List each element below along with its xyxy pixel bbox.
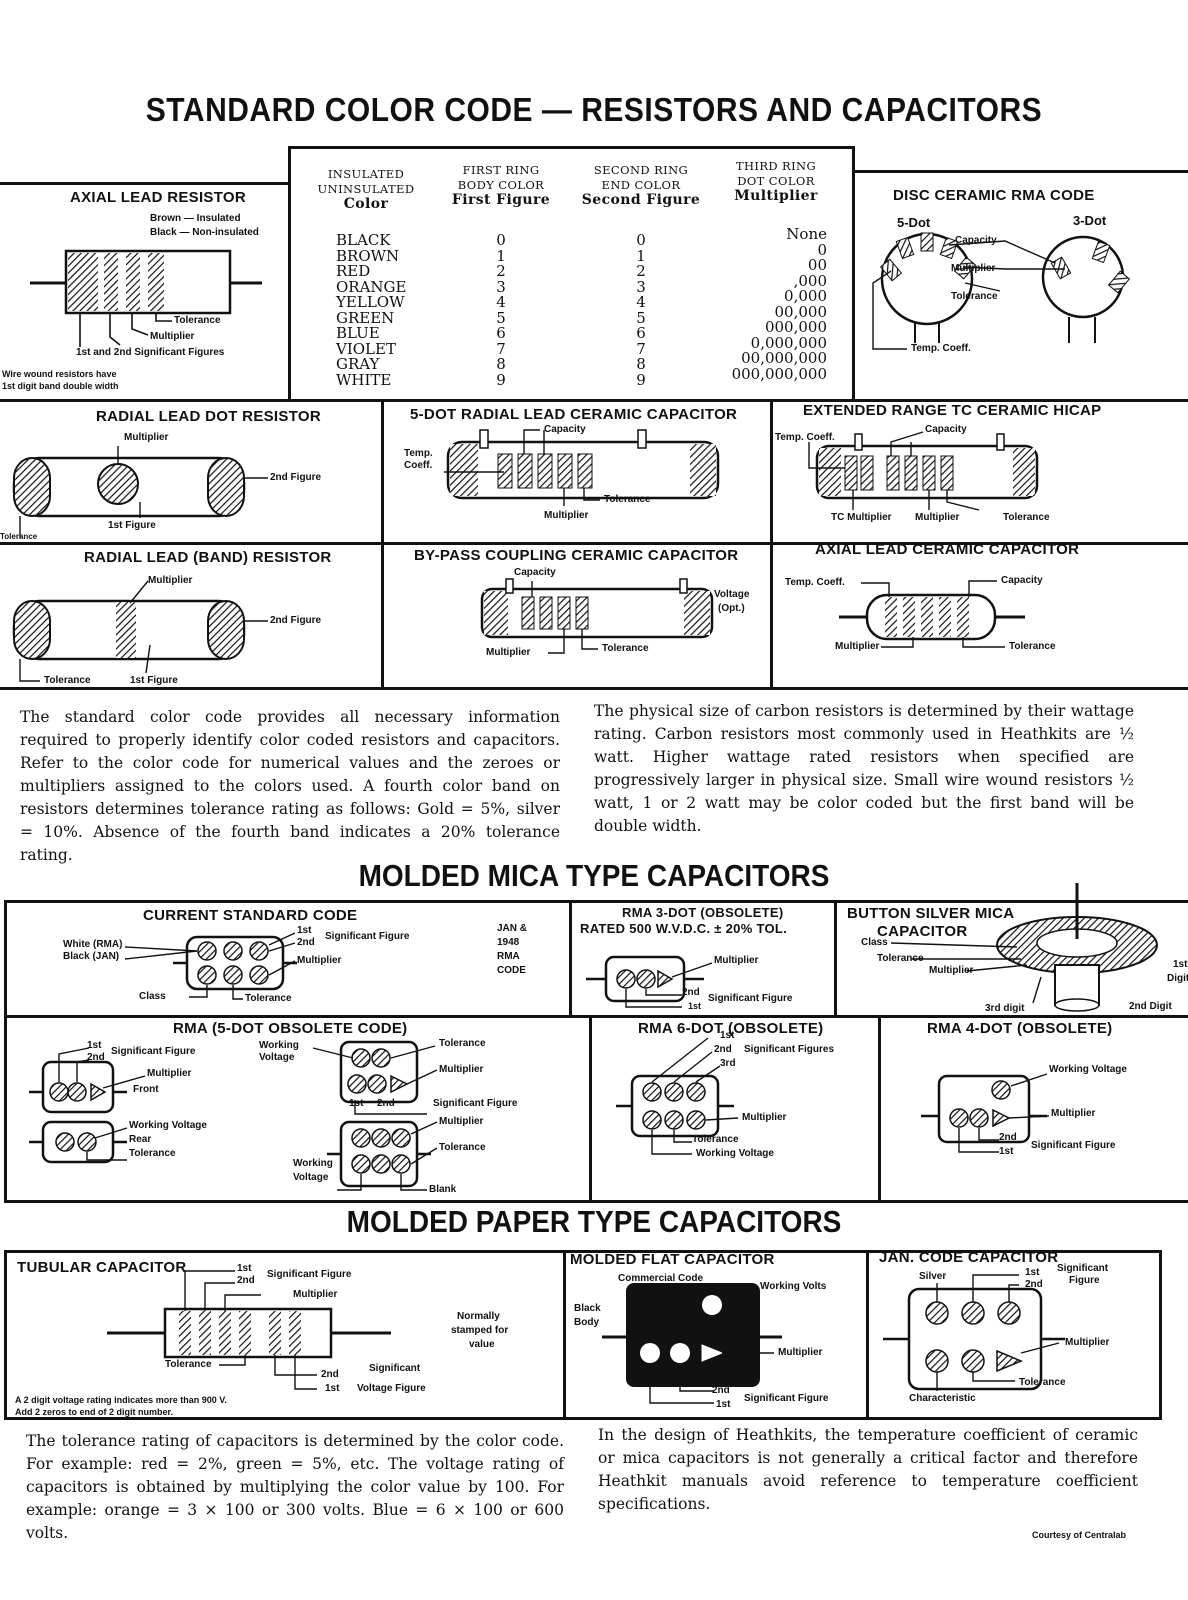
panel-radial-band-resistor: RADIAL LEAD (BAND) RESISTOR Multiplier 2… <box>0 542 384 690</box>
panel-mica-rma-5-dot: RMA (5-DOT OBSOLETE CODE) <box>4 1015 592 1203</box>
panel-mica-rma-4-dot: RMA 4-DOT (OBSOLETE) Working Voltage Mul… <box>878 1015 1188 1203</box>
color-name: YELLOW <box>336 293 405 311</box>
second-figure-value: 8 <box>636 355 646 373</box>
first-figure-value: 9 <box>496 370 506 389</box>
panel-mica-rma-6-dot: RMA 6-DOT (OBSOLETE) 1st 2nd 3rd Signifi… <box>589 1015 881 1203</box>
first-figure-value: 7 <box>496 339 506 358</box>
color-name: VIOLET <box>336 339 396 358</box>
molded-flat-diagram <box>602 1283 782 1404</box>
panel-mica-current-standard: CURRENT STANDARD CODE White (RMA) Black … <box>4 900 572 1018</box>
panel-radial-dot-resistor: RADIAL LEAD DOT RESISTOR Multiplier 2nd … <box>0 399 384 545</box>
multiplier-value: 000,000 <box>764 318 827 336</box>
capacitor-text-left: The tolerance rating of capacitors is de… <box>26 1432 564 1542</box>
panel-mica-rma-3-dot: RMA 3-DOT (OBSOLETE) RATED 500 W.V.D.C. … <box>569 900 837 1018</box>
second-figure-value: 4 <box>636 293 646 311</box>
radial-band-resistor-diagram <box>12 580 268 682</box>
second-figure-value: 2 <box>636 262 646 280</box>
multiplier-value: 000,000,000 <box>731 364 827 383</box>
color-name: BLUE <box>336 324 380 342</box>
color-name: BROWN <box>336 246 400 265</box>
axial-resistor-diagram <box>30 249 262 347</box>
mica-section-title: MOLDED MICA TYPE CAPACITORS <box>358 858 830 893</box>
first-figure-value: 4 <box>496 293 506 311</box>
multiplier-value: None <box>786 225 827 243</box>
first-figure-value: 5 <box>496 308 506 327</box>
second-figure-value: 5 <box>636 308 646 327</box>
color-name: GREEN <box>336 308 395 327</box>
panel-title: AXIAL LEAD RESISTOR <box>70 189 247 206</box>
second-figure-value: 7 <box>636 339 646 358</box>
panel-extended-range-hicap: EXTENDED RANGE TC CERAMIC HICAP Temp. Co… <box>770 399 1188 545</box>
color-name: GRAY <box>336 355 380 373</box>
tubular-capacitor-diagram <box>107 1270 391 1390</box>
mica-rma4-diagram <box>921 1073 1050 1153</box>
panel-tubular-capacitor: TUBULAR CAPACITOR 1st 2nd Significant Fi… <box>4 1250 566 1420</box>
mica-rma6-diagram <box>616 1037 739 1155</box>
panel-axial-lead-resistor: AXIAL LEAD RESISTOR Brown — Insulated Bl… <box>0 182 291 402</box>
first-figure-value: 0 <box>496 231 506 249</box>
panel-axial-ceramic-capacitor: AXIAL LEAD CERAMIC CAPACITOR Temp. Coeff… <box>770 541 1188 690</box>
page-title: STANDARD COLOR CODE — RESISTORS AND CAPA… <box>145 92 1043 129</box>
courtesy-credit: Courtesy of Centralab <box>1032 1530 1127 1540</box>
resistor-text-left: The standard color code provides all nec… <box>20 708 560 864</box>
panel-bypass-coupling-capacitor: BY-PASS COUPLING CERAMIC CAPACITOR Capac… <box>381 542 773 690</box>
radial-dot-resistor-diagram <box>12 446 268 538</box>
first-figure-value: 6 <box>496 324 506 342</box>
first-figure-value: 2 <box>496 262 506 280</box>
second-figure-value: 1 <box>636 246 646 265</box>
panel-button-silver-mica: BUTTON SILVER MICA CAPACITOR Class Toler… <box>834 883 1188 1018</box>
axial-ceramic-diagram <box>839 580 1025 648</box>
button-mica-diagram <box>890 883 1158 1012</box>
second-figure-value: 3 <box>636 277 646 296</box>
first-figure-value: 8 <box>496 355 506 373</box>
mica-current-diagram <box>124 932 297 1000</box>
second-figure-value: 9 <box>636 370 646 389</box>
jan-capacitor-diagram <box>883 1274 1065 1391</box>
first-figure-value: 3 <box>496 277 506 296</box>
color-name: RED <box>336 262 371 280</box>
disc-ceramic-diagram <box>872 232 1131 350</box>
color-name: WHITE <box>336 370 392 389</box>
multiplier-value: 00 <box>807 256 827 274</box>
second-figure-value: 6 <box>636 324 646 342</box>
bypass-coupling-diagram <box>480 578 714 654</box>
paper-section-title: MOLDED PAPER TYPE CAPACITORS <box>346 1204 842 1239</box>
panel-5-dot-radial-capacitor: 5-DOT RADIAL LEAD CERAMIC CAPACITOR Capa… <box>381 399 773 545</box>
panel-disc-ceramic: DISC CERAMIC RMA CODE 5-Dot 3-Dot Capaci… <box>852 170 1188 402</box>
multiplier-value: 0 <box>817 240 827 259</box>
panel-molded-flat-capacitor: MOLDED FLAT CAPACITOR Commercial Code Wo… <box>563 1250 869 1420</box>
extended-range-diagram <box>808 431 1039 511</box>
multiplier-value: 0,000,000 <box>750 333 827 352</box>
mica-rma5-diagram <box>29 1040 438 1191</box>
resistor-text-right: The physical size of carbon resistors is… <box>594 702 1134 835</box>
second-figure-value: 0 <box>636 231 646 249</box>
color-name: BLACK <box>336 231 391 249</box>
multiplier-value: ,000 <box>793 271 827 290</box>
panel-jan-code-capacitor: JAN. CODE CAPACITOR Silver 1st 2nd Signi… <box>866 1249 1162 1420</box>
first-figure-value: 1 <box>496 246 506 265</box>
multiplier-value: 00,000 <box>774 302 828 321</box>
multiplier-value: 0,000 <box>784 287 827 305</box>
color-name: ORANGE <box>336 277 407 296</box>
multiplier-value: 00,000,000 <box>741 349 827 367</box>
5-dot-radial-diagram <box>444 429 720 506</box>
capacitor-text-right: In the design of Heathkits, the temperat… <box>598 1426 1138 1513</box>
mica-rma3-diagram <box>586 955 713 1008</box>
